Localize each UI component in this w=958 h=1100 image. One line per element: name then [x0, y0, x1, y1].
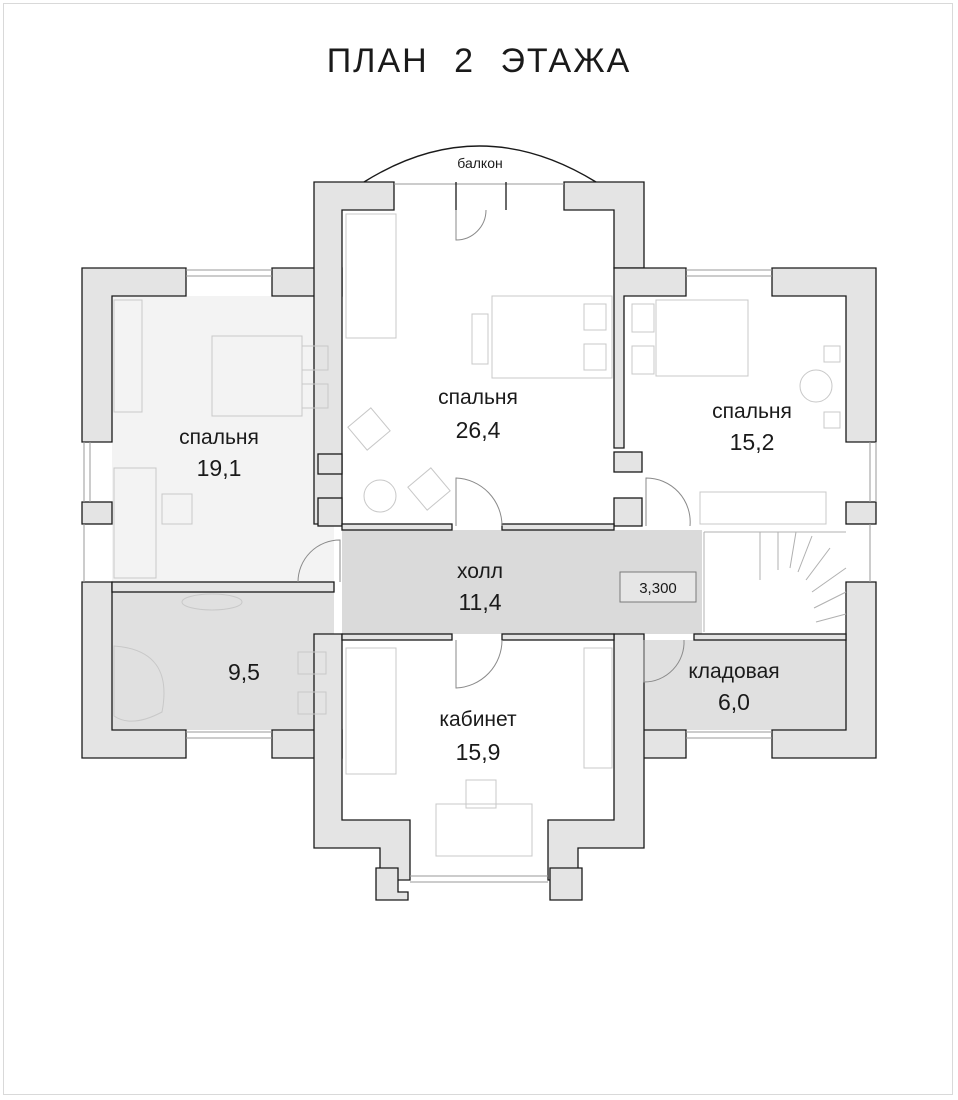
bedroom-right-name: спальня [712, 400, 792, 423]
bedroom-right-area: 15,2 [730, 429, 775, 455]
level-mark: 3,300 [639, 580, 677, 597]
balcony-label: балкон [457, 155, 502, 171]
bedroom-left-floor [112, 296, 334, 582]
windows [83, 183, 877, 883]
study-area: 15,9 [456, 739, 501, 765]
bedroom-left-area: 19,1 [197, 455, 242, 481]
furniture [113, 213, 841, 857]
balcony-arc [363, 145, 597, 183]
walls [81, 181, 877, 901]
bathroom-floor [112, 592, 334, 730]
hall-area: 11,4 [458, 589, 501, 615]
plan-title: ПЛАН 2 ЭТАЖА [326, 42, 632, 80]
bedroom-center-area: 26,4 [456, 417, 501, 443]
door-swings [297, 209, 691, 689]
bathroom-area: 9,5 [228, 659, 260, 685]
floor-fills [112, 296, 846, 730]
staircase [703, 531, 847, 632]
balcony-door-leaves [455, 182, 507, 210]
hall-name: холл [457, 560, 503, 583]
storage-name: кладовая [688, 660, 779, 683]
study-name: кабинет [439, 708, 517, 731]
page-frame [3, 3, 953, 1095]
level-mark-box [619, 571, 697, 603]
storage-floor [624, 640, 846, 730]
bedroom-left-name: спальня [179, 426, 259, 449]
storage-area: 6,0 [718, 689, 750, 715]
bedroom-center-name: спальня [438, 386, 518, 409]
